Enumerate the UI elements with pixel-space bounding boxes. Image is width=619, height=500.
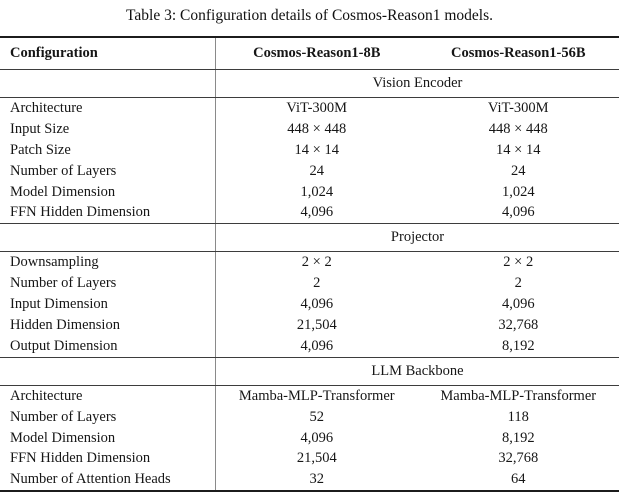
cell-56b: 64	[511, 471, 526, 488]
cell-8b: 32	[309, 471, 325, 488]
cell-8b: 52	[309, 408, 325, 425]
table-row: Input Size 448 × 448 448 × 448	[0, 118, 619, 140]
row-label: Input Dimension	[0, 294, 216, 316]
row-label: Architecture	[0, 385, 216, 407]
section-header-row: Projector	[0, 223, 619, 253]
cell-56b: ViT-300M	[487, 99, 549, 116]
cell-56b: 448 × 448	[488, 120, 548, 137]
table-row: Patch Size 14 × 14 14 × 14	[0, 139, 619, 161]
table-header-row: Configuration Cosmos-Reason1-8B Cosmos-R…	[0, 38, 619, 69]
row-label: Number of Layers	[0, 273, 216, 295]
cell-56b: 2	[514, 275, 522, 292]
cell-56b: 118	[507, 408, 529, 425]
section-header-spacer	[0, 224, 216, 252]
cell-8b: 4,096	[300, 429, 334, 446]
row-label: Input Size	[0, 118, 216, 140]
section-header-row: Vision Encoder	[0, 69, 619, 98]
cell-8b: 2 × 2	[301, 254, 332, 271]
section-title: Vision Encoder	[372, 75, 463, 91]
config-table: Configuration Cosmos-Reason1-8B Cosmos-R…	[0, 36, 619, 493]
table-row: Model Dimension 1,024 1,024	[0, 181, 619, 203]
cell-56b: 1,024	[501, 183, 535, 200]
cell-8b: 4,096	[300, 204, 334, 221]
cell-8b: ViT-300M	[286, 99, 348, 116]
row-label: FFN Hidden Dimension	[0, 448, 216, 470]
row-label: Number of Layers	[0, 406, 216, 428]
cell-8b: 2	[313, 275, 321, 292]
row-label: Output Dimension	[0, 335, 216, 357]
table-row: FFN Hidden Dimension 21,504 32,768	[0, 448, 619, 470]
cell-8b: 4,096	[300, 337, 334, 354]
row-label: Model Dimension	[0, 181, 216, 203]
table-row: FFN Hidden Dimension 4,096 4,096	[0, 202, 619, 224]
section-header-row: LLM Backbone	[0, 356, 619, 386]
table-row: Input Dimension 4,096 4,096	[0, 294, 619, 316]
cell-56b: 8,192	[501, 429, 535, 446]
cell-56b: 14 × 14	[496, 141, 541, 158]
cell-8b: Mamba-MLP-Transformer	[238, 387, 395, 404]
table-row: Downsampling 2 × 2 2 × 2	[0, 252, 619, 274]
cell-8b: 21,504	[296, 316, 337, 333]
row-label: Hidden Dimension	[0, 315, 216, 336]
table-row: Model Dimension 4,096 8,192	[0, 427, 619, 449]
row-label: Downsampling	[0, 252, 216, 274]
table-row: Number of Layers 52 118	[0, 406, 619, 428]
table-row: Architecture ViT-300M ViT-300M	[0, 98, 619, 119]
section-header-spacer	[0, 70, 216, 97]
cell-56b: 4,096	[501, 204, 535, 221]
table-row: Hidden Dimension 21,504 32,768	[0, 315, 619, 336]
cell-8b: 1,024	[300, 183, 334, 200]
cell-8b: 4,096	[300, 296, 334, 313]
config-table-body: Vision Encoder Architecture ViT-300M ViT…	[0, 69, 619, 491]
section-title: LLM Backbone	[371, 362, 464, 379]
table-row: Number of Layers 24 24	[0, 160, 619, 182]
cell-8b: 14 × 14	[294, 141, 339, 158]
row-label: Number of Attention Heads	[0, 469, 216, 491]
cell-56b: 32,768	[498, 450, 539, 467]
table-row: Number of Layers 2 2	[0, 273, 619, 295]
cell-56b: Mamba-MLP-Transformer	[440, 387, 597, 404]
row-label: Number of Layers	[0, 160, 216, 182]
cell-56b: 32,768	[498, 316, 539, 333]
cell-56b: 4,096	[501, 296, 535, 313]
column-header-cosmos-reason1-56b: Cosmos-Reason1-56B	[450, 45, 586, 61]
section-title: Projector	[390, 229, 445, 246]
cell-8b: 21,504	[296, 450, 337, 467]
cell-56b: 2 × 2	[503, 254, 534, 271]
cell-8b: 24	[309, 162, 325, 179]
table-row: Number of Attention Heads 32 64	[0, 469, 619, 491]
column-header-cosmos-reason1-8b: Cosmos-Reason1-8B	[253, 45, 381, 61]
table-row: Output Dimension 4,096 8,192	[0, 335, 619, 357]
column-header-configuration: Configuration	[0, 38, 216, 69]
cell-56b: 24	[511, 162, 526, 179]
row-label: FFN Hidden Dimension	[0, 202, 216, 224]
cell-56b: 8,192	[501, 337, 535, 354]
row-label: Architecture	[0, 98, 216, 119]
table-caption: Table 3: Configuration details of Cosmos…	[126, 7, 493, 24]
section-header-spacer	[0, 357, 216, 385]
table-row: Architecture Mamba-MLP-Transformer Mamba…	[0, 385, 619, 407]
row-label: Model Dimension	[0, 427, 216, 449]
row-label: Patch Size	[0, 139, 216, 161]
cell-8b: 448 × 448	[287, 120, 347, 137]
